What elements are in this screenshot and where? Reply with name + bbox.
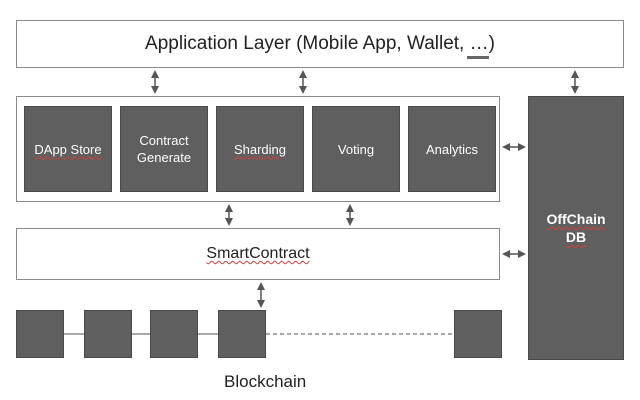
blockchain-label: Blockchain	[224, 372, 307, 391]
offchain-db-label: OffChain DB	[546, 211, 606, 245]
block-3	[150, 310, 198, 358]
block-n	[454, 310, 502, 358]
service-analytics: Analytics	[408, 106, 496, 192]
service-label-voting: Voting	[337, 141, 375, 157]
service-voting: Voting	[312, 106, 400, 192]
block-2	[84, 310, 132, 358]
application-layer-box: Application Layer (Mobile App, Wallet, ……	[16, 20, 624, 68]
service-contract-generate: Contract Generate	[120, 106, 208, 192]
service-sharding: Sharding	[216, 106, 304, 192]
offchain-db-box: OffChain DB	[528, 96, 624, 360]
smart-contract-box: SmartContract	[16, 228, 500, 280]
service-label-analytics: Analytics	[425, 141, 479, 157]
service-dapp-store: DApp Store	[24, 106, 112, 192]
block-4	[218, 310, 266, 358]
block-1	[16, 310, 64, 358]
service-label-sharding: Sharding	[233, 141, 287, 157]
application-layer-mark	[467, 56, 489, 59]
service-label-dapp-store: DApp Store	[34, 141, 102, 157]
smart-contract-label: SmartContract	[206, 245, 310, 262]
service-label-contract-generate: Contract Generate	[136, 133, 192, 165]
application-layer-label: Application Layer (Mobile App, Wallet, ……	[145, 33, 495, 54]
